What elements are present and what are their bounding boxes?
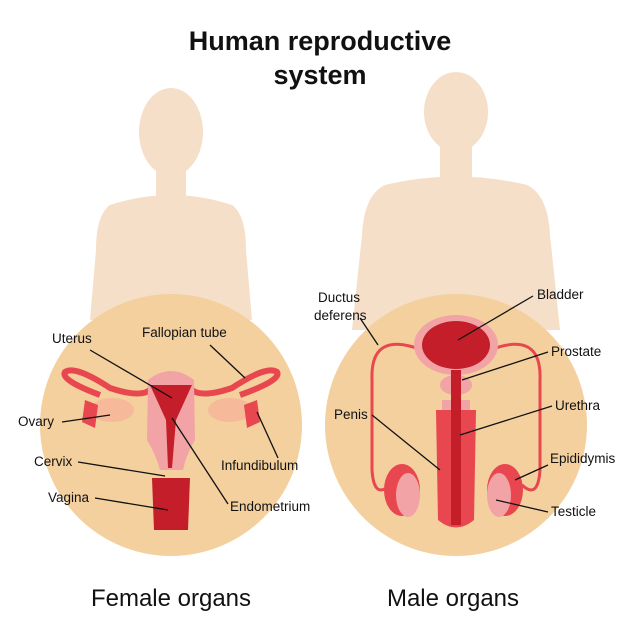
male-silhouette	[352, 72, 560, 330]
label-fallopian-tube: Fallopian tube	[142, 325, 227, 340]
female-silhouette	[90, 88, 252, 320]
label-ovary: Ovary	[18, 414, 54, 429]
caption-female: Female organs	[91, 585, 251, 612]
label-urethra: Urethra	[555, 398, 601, 413]
label-vagina: Vagina	[48, 490, 90, 505]
caption-male: Male organs	[387, 585, 519, 612]
label-prostate: Prostate	[551, 344, 601, 359]
label-penis: Penis	[334, 407, 368, 422]
label-endometrium: Endometrium	[230, 499, 310, 514]
label-testicle: Testicle	[551, 504, 596, 519]
diagram-title: Human reproductive system	[0, 24, 640, 92]
male-organs	[370, 315, 542, 528]
label-cervix: Cervix	[34, 454, 73, 469]
label-infundibulum: Infundibulum	[221, 458, 298, 473]
label-bladder: Bladder	[537, 287, 584, 302]
leader-lines	[61, 295, 553, 513]
label-ductus: Ductus	[318, 290, 360, 305]
label-epididymis: Epididymis	[550, 451, 616, 466]
label-deferens: deferens	[314, 308, 367, 323]
ovary-right	[208, 398, 252, 422]
title-line-2: system	[273, 60, 367, 90]
label-uterus: Uterus	[52, 331, 92, 346]
title-line-1: Human reproductive	[188, 26, 452, 56]
